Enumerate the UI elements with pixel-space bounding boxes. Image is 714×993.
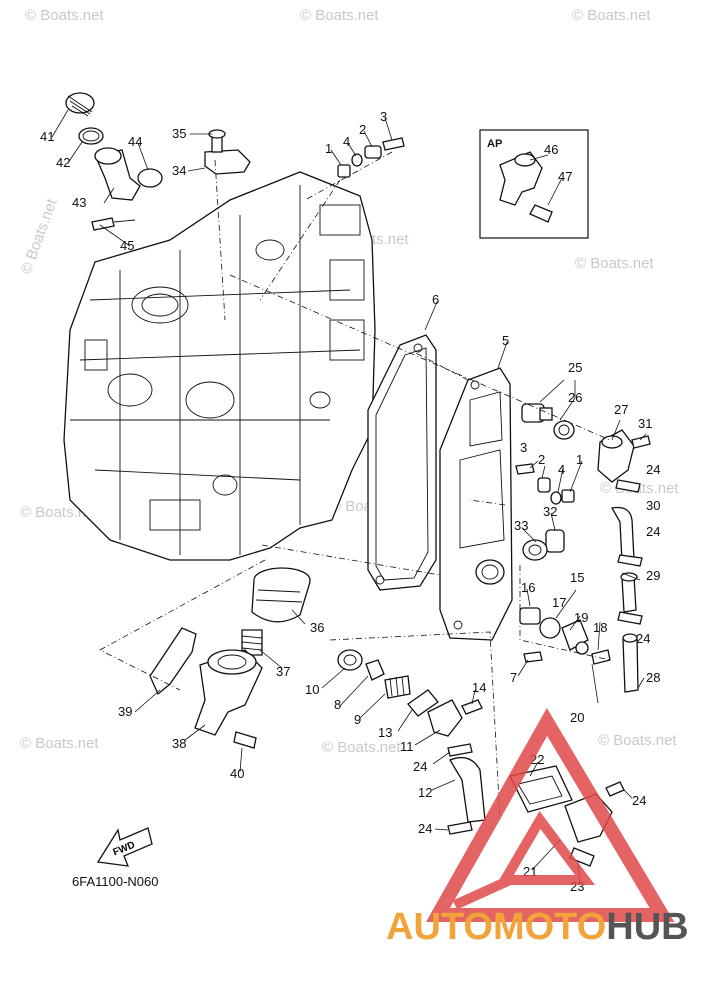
brand-part-automoto: AUTOMOTO	[386, 906, 606, 948]
brand-triangle-logo	[426, 708, 675, 922]
callout-2: 2	[359, 122, 366, 137]
filler-cap-assembly	[65, 92, 163, 231]
watermark: © Boats.net	[598, 732, 677, 749]
callout-3: 3	[380, 109, 387, 124]
fwd-arrow-icon	[96, 827, 153, 867]
watermark: © Boats.net	[18, 196, 61, 276]
plug-parts-top	[337, 137, 405, 178]
callout-15: 15	[570, 570, 584, 585]
callout-10: 10	[305, 682, 319, 697]
callout-24: 24	[636, 631, 650, 646]
callout-42: 42	[56, 155, 70, 170]
callout-37: 37	[276, 664, 290, 679]
thermostat-parts	[521, 403, 651, 483]
cylinder-block	[63, 171, 376, 561]
pressure-valve-set	[519, 607, 611, 665]
ap-inset-box	[479, 129, 589, 239]
callout-7: 7	[510, 670, 517, 685]
callout-43: 43	[72, 195, 86, 210]
watermark: © Boats.net	[25, 7, 104, 24]
callout-30: 30	[646, 498, 660, 513]
hose-parts-right	[610, 479, 643, 693]
exhaust-cover-5	[439, 367, 513, 641]
callout-33: 33	[514, 518, 528, 533]
callout-27: 27	[614, 402, 628, 417]
callout-5: 5	[502, 333, 509, 348]
callout-19: 19	[574, 610, 588, 625]
callout-35: 35	[172, 126, 186, 141]
callout-41: 41	[40, 129, 54, 144]
oil-filter	[241, 567, 311, 656]
valve-parts-center	[337, 649, 543, 737]
callout-9: 9	[354, 712, 361, 727]
callout-11: 11	[400, 739, 414, 754]
callout-28: 28	[646, 670, 660, 685]
parts-32-33	[522, 529, 565, 561]
callout-46: 46	[544, 142, 558, 157]
callout-3: 3	[520, 440, 527, 455]
callout-32: 32	[543, 504, 557, 519]
filter-bracket	[149, 627, 263, 749]
callout-12: 12	[418, 785, 432, 800]
gasket-6	[367, 334, 437, 591]
callout-31: 31	[638, 416, 652, 431]
callout-40: 40	[230, 766, 244, 781]
callout-6: 6	[432, 292, 439, 307]
callout-44: 44	[128, 134, 142, 149]
callout-14: 14	[472, 680, 486, 695]
callout-8: 8	[334, 697, 341, 712]
callout-2: 2	[538, 452, 545, 467]
callout-29: 29	[646, 568, 660, 583]
callout-24: 24	[413, 759, 427, 774]
callout-45: 45	[120, 238, 134, 253]
callout-24: 24	[646, 524, 660, 539]
plug-parts-middle	[515, 463, 575, 505]
callout-36: 36	[310, 620, 324, 635]
callout-34: 34	[172, 163, 186, 178]
brand-part-hub: HUB	[606, 906, 688, 948]
callout-38: 38	[172, 736, 186, 751]
callout-4: 4	[558, 462, 565, 477]
callout-24: 24	[418, 821, 432, 836]
callout-47: 47	[558, 169, 572, 184]
callout-4: 4	[343, 134, 350, 149]
diagram-code: 6FA1100-N060	[72, 874, 159, 889]
callout-20: 20	[570, 710, 584, 725]
callout-1: 1	[325, 141, 332, 156]
alignment-lines	[99, 151, 611, 821]
callout-26: 26	[568, 390, 582, 405]
callout-25: 25	[568, 360, 582, 375]
callout-18: 18	[593, 620, 607, 635]
brand-wordmark: AUTOMOTOHUB	[386, 906, 689, 948]
callout-17: 17	[552, 595, 566, 610]
watermark: © Boats.net	[572, 7, 651, 24]
callout-24: 24	[632, 793, 646, 808]
leader-lines	[51, 109, 647, 886]
ap-label: AP	[487, 138, 502, 150]
callout-24: 24	[646, 462, 660, 477]
watermark: © Boats.net	[322, 739, 401, 756]
bracket-34	[204, 129, 251, 175]
watermark: © Boats.net	[575, 255, 654, 272]
callout-39: 39	[118, 704, 132, 719]
watermark: © Boats.net	[20, 735, 99, 752]
callout-16: 16	[521, 580, 535, 595]
watermark: © Boats.net	[300, 7, 379, 24]
callout-13: 13	[378, 725, 392, 740]
callout-1: 1	[576, 452, 583, 467]
